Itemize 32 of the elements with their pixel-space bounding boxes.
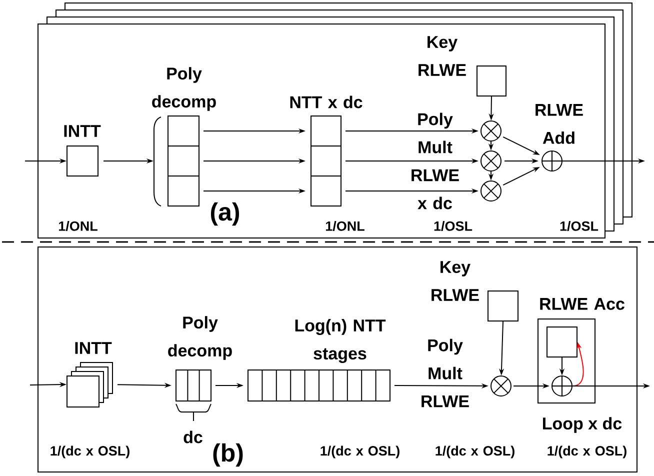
multiplier-symbol <box>490 376 512 396</box>
block-label: INTT <box>75 342 112 354</box>
block-label: Log(n) NTT stages <box>295 319 386 363</box>
rate-label: 1/OSL <box>560 220 598 232</box>
rate-label: 1/ONL <box>326 220 364 232</box>
block-label: Poly decomp <box>168 316 232 360</box>
rate-label: 1/OSL <box>434 220 472 232</box>
multiplier-symbol <box>480 120 502 142</box>
block-label: Key RLWE <box>418 36 466 76</box>
register-box <box>546 326 578 358</box>
block-label: Loop x dc <box>543 417 622 433</box>
panel-frame <box>38 246 638 472</box>
rate-label: 1/(dc x OSL) <box>50 446 130 458</box>
multiplier-symbol <box>480 180 502 202</box>
block-label: INTT <box>64 125 101 137</box>
rate-label: 1/(dc x OSL) <box>320 446 400 458</box>
multiplier-symbol <box>480 150 502 172</box>
block-label: dc <box>184 430 202 444</box>
adder-symbol <box>552 376 572 396</box>
block-label: Key RLWE <box>432 261 479 301</box>
rate-label: 1/ONL <box>58 220 98 232</box>
block-label: RLWE Add <box>536 104 583 144</box>
rate-label: 1/(dc x OSL) <box>548 446 626 458</box>
block-label: NTT x dc <box>290 96 362 108</box>
stage-label: Poly Mult RLWE x dc <box>412 112 459 210</box>
block-label: RLWE Acc <box>540 298 624 310</box>
panel-label: (a) <box>210 202 240 226</box>
block-label: Poly decomp <box>152 67 216 111</box>
rate-label: 1/(dc x OSL) <box>436 446 514 458</box>
stage-label: Poly Mult RLWE <box>422 338 469 408</box>
panel-label: (b) <box>213 443 243 467</box>
panel-frame <box>38 2 632 238</box>
